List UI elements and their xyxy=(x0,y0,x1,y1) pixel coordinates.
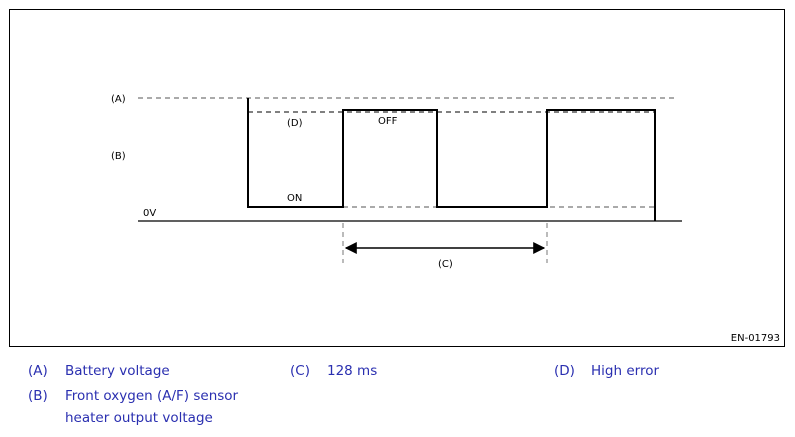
heater-output-waveform xyxy=(247,98,656,221)
label-off: OFF xyxy=(378,116,398,127)
legend-key: (A) xyxy=(28,363,48,379)
legend-key: (D) xyxy=(554,363,575,379)
legend-text: Front oxygen (A/F) sensor heater output … xyxy=(65,388,239,426)
legend-text: 128 ms xyxy=(327,363,378,379)
label-c: (C) xyxy=(438,259,453,270)
diagram-frame: (A) (B) (D) OFF ON 0V (C) EN-01793 xyxy=(9,9,785,347)
legend-item-a: (A) Battery voltage xyxy=(28,360,170,382)
legend-text: Battery voltage xyxy=(65,363,170,379)
legend-key: (C) xyxy=(290,363,310,379)
label-d: (D) xyxy=(287,118,303,129)
label-b: (B) xyxy=(111,151,126,162)
label-on: ON xyxy=(287,193,302,204)
legend-item-c: (C) 128 ms xyxy=(290,360,377,382)
legend-item-b: (B) Front oxygen (A/F) sensor heater outp… xyxy=(28,385,265,429)
waveform-diagram: (A) (B) (D) OFF ON 0V (C) xyxy=(111,94,682,270)
legend-item-d: (D) High error xyxy=(554,360,659,382)
figure-id: EN-01793 xyxy=(730,333,780,344)
legend-text: High error xyxy=(591,363,660,379)
label-zero-volt: 0V xyxy=(143,208,156,219)
label-a: (A) xyxy=(111,94,126,105)
legend-key: (B) xyxy=(28,388,48,404)
